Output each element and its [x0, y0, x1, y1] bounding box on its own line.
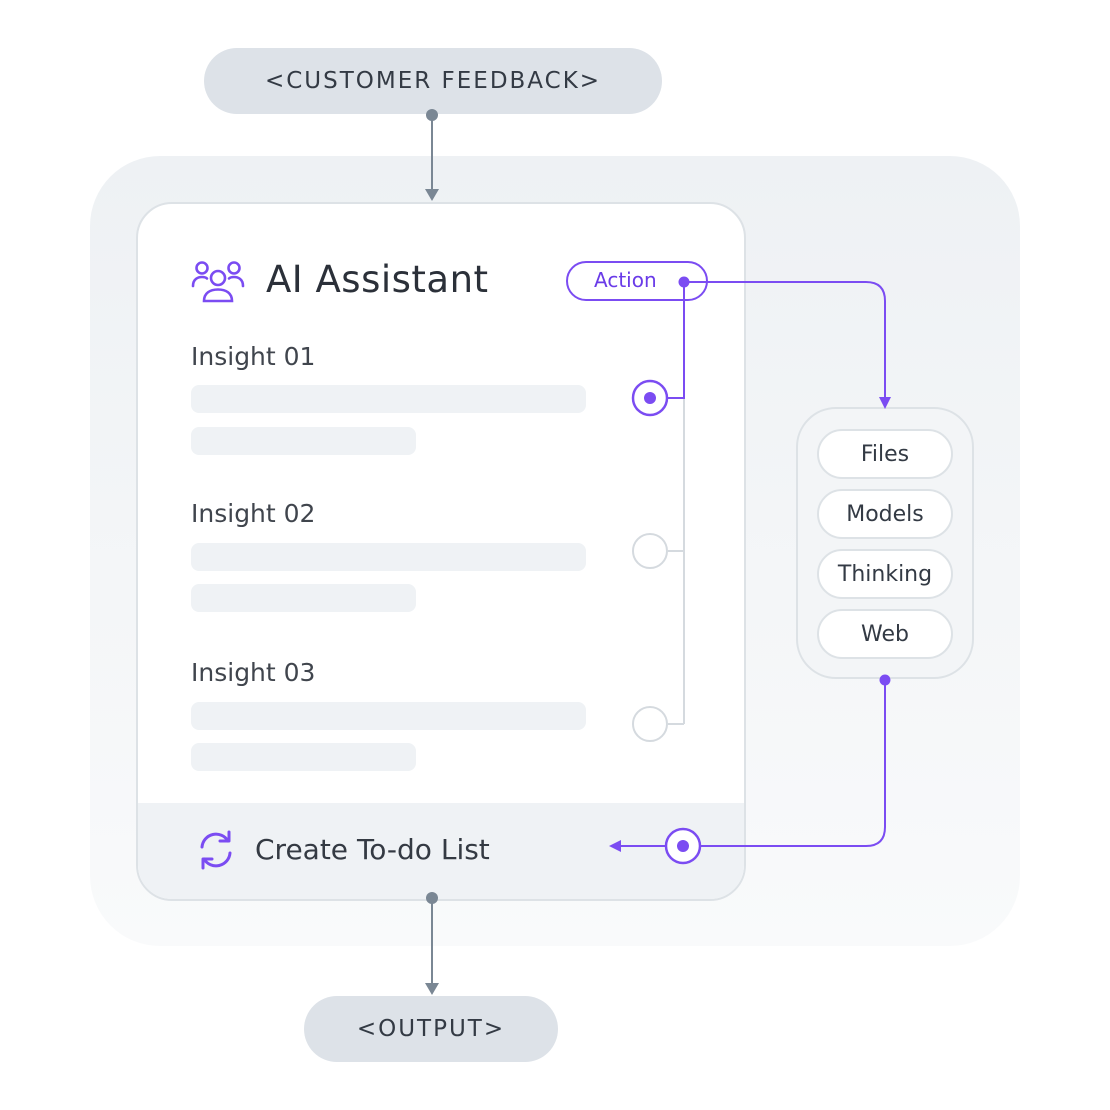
tool-files-label: Files — [860, 441, 910, 467]
card-footer — [138, 803, 744, 899]
tool-web-label: Web — [861, 621, 909, 647]
tool-models-label: Models — [846, 501, 924, 527]
input-node: <CUSTOMER FEEDBACK> — [204, 48, 662, 114]
assistant-title: AI Assistant — [266, 258, 489, 301]
output-label: <OUTPUT> — [356, 1016, 506, 1042]
insight-3-placeholder-line-short — [191, 743, 416, 771]
tool-files[interactable]: Files — [817, 429, 953, 479]
tool-thinking-label: Thinking — [837, 561, 933, 587]
create-todo-list-label: Create To-do List — [255, 833, 490, 866]
tool-models[interactable]: Models — [817, 489, 953, 539]
insight-label-2: Insight 02 — [191, 499, 316, 528]
insight-label-3: Insight 03 — [191, 658, 316, 687]
insight-3-placeholder-line — [191, 702, 586, 730]
action-label: Action — [594, 268, 657, 292]
tool-thinking[interactable]: Thinking — [817, 549, 953, 599]
tool-web[interactable]: Web — [817, 609, 953, 659]
output-node: <OUTPUT> — [304, 996, 558, 1062]
insight-2-placeholder-line-short — [191, 584, 416, 612]
insight-label-1: Insight 01 — [191, 342, 316, 371]
insight-2-placeholder-line — [191, 543, 586, 571]
insight-1-placeholder-line — [191, 385, 586, 413]
users-group-icon — [191, 261, 245, 303]
input-label: <CUSTOMER FEEDBACK> — [264, 68, 602, 94]
refresh-icon — [200, 830, 232, 870]
insight-1-placeholder-line-short — [191, 427, 416, 455]
